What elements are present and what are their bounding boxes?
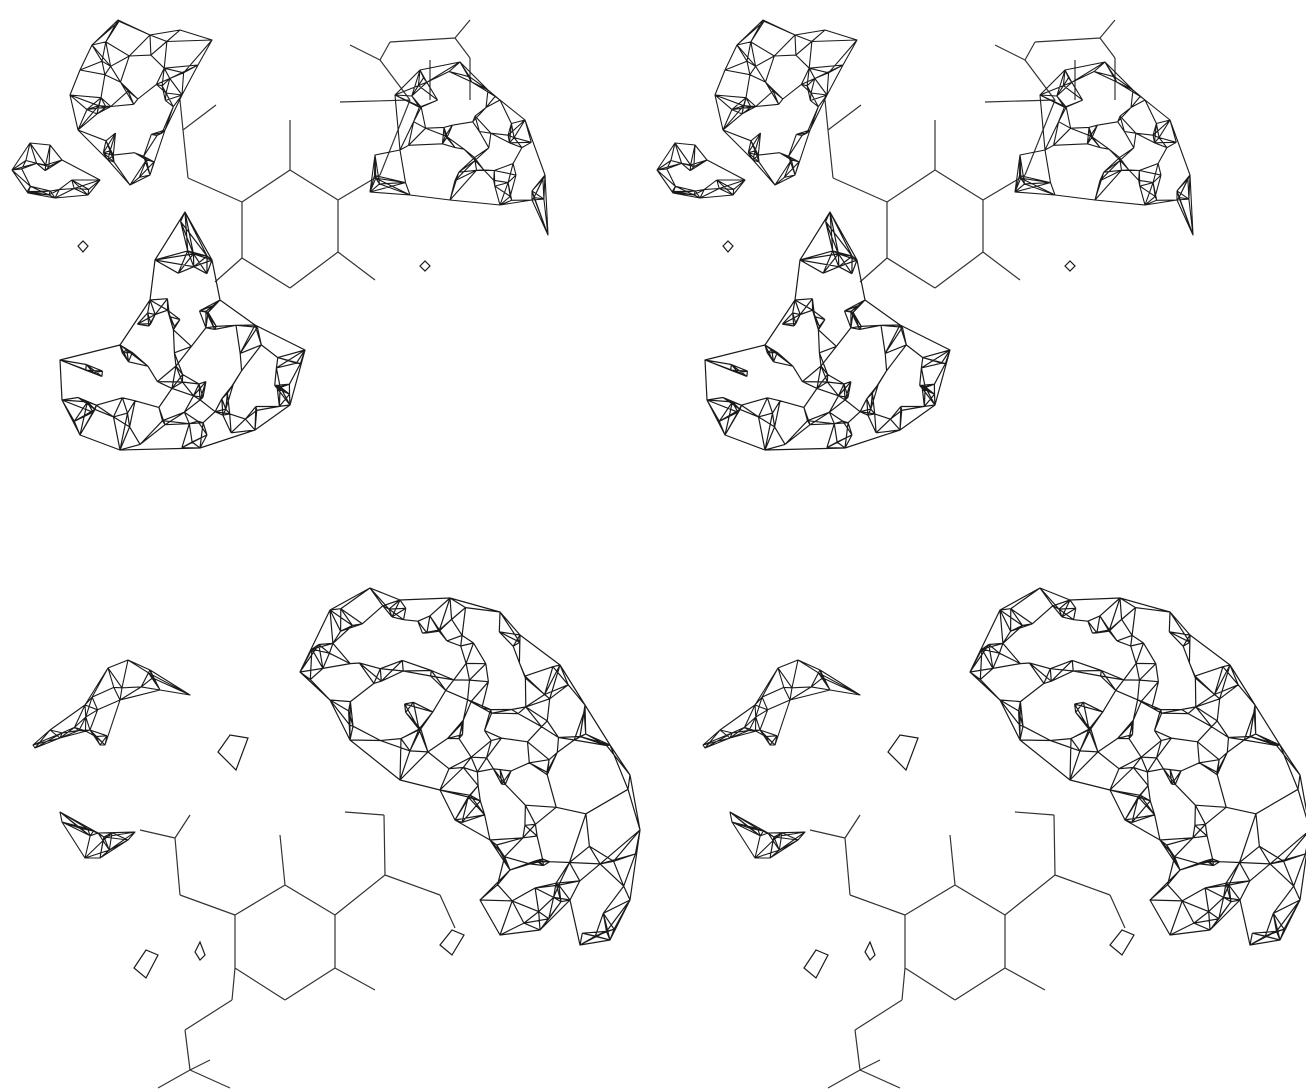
top-density-upper-left-right — [714, 19, 858, 186]
top-ligand-bonds-right — [824, 19, 1116, 289]
top-density-dot-b-left — [419, 260, 431, 272]
top-density-small-left-left — [11, 142, 101, 199]
bottom-density-diamond-a-right — [887, 734, 919, 772]
bottom-density-large-left-lines — [299, 587, 641, 946]
bottom-density-triangle-right-lines — [729, 811, 806, 859]
top-density-upper-right-right — [1014, 61, 1194, 236]
bottom-ligand-bonds-right — [809, 811, 1126, 1089]
top-ligand-bonds-left — [179, 19, 471, 289]
top-density-upper-right-right-lines — [1014, 61, 1194, 236]
top-density-dot-b-right — [1064, 260, 1076, 272]
bottom-density-diamond-c-left — [194, 940, 206, 961]
bottom-ligand-bonds-left — [139, 811, 456, 1089]
top-density-small-left-left-lines — [11, 142, 101, 199]
top-panel-left-view — [11, 19, 549, 451]
bottom-density-small-left-left-lines — [32, 659, 191, 749]
top-density-dot-a-right — [722, 240, 734, 253]
bottom-panel-right-view — [702, 587, 1306, 1089]
bottom-density-diamond-c-right — [864, 940, 876, 961]
top-density-upper-right-left — [369, 61, 549, 236]
bottom-density-small-left-right-lines — [702, 659, 861, 749]
bottom-density-large-right — [969, 587, 1306, 946]
top-density-dot-a-left — [77, 240, 89, 253]
top-density-upper-left-left-lines — [69, 19, 213, 186]
bottom-panel-left-view — [32, 587, 641, 1089]
bottom-density-diamond-d-left — [439, 929, 465, 956]
top-density-small-left-right — [656, 142, 746, 199]
top-density-upper-right-left-lines — [369, 61, 549, 236]
top-density-bowl-right — [704, 211, 951, 451]
top-density-upper-left-left — [69, 19, 213, 186]
top-density-bowl-left — [59, 211, 306, 451]
bottom-density-diamond-b-right — [803, 949, 829, 979]
bottom-density-large-right-lines — [969, 587, 1306, 946]
bottom-density-large-left — [299, 587, 641, 946]
top-panel-right-view — [656, 19, 1194, 451]
top-density-upper-left-right-lines — [714, 19, 858, 186]
bottom-density-triangle-left — [59, 811, 136, 859]
bottom-density-triangle-left-lines — [59, 811, 136, 859]
bottom-density-small-left-left — [32, 659, 191, 749]
bottom-density-triangle-right — [729, 811, 806, 859]
bottom-density-diamond-d-right — [1109, 929, 1135, 956]
top-density-small-left-right-lines — [656, 142, 746, 199]
top-density-bowl-right-lines — [704, 211, 951, 451]
bottom-density-diamond-a-left — [217, 734, 249, 772]
bottom-density-diamond-b-left — [133, 949, 159, 979]
top-density-bowl-left-lines — [59, 211, 306, 451]
bottom-density-small-left-right — [702, 659, 861, 749]
